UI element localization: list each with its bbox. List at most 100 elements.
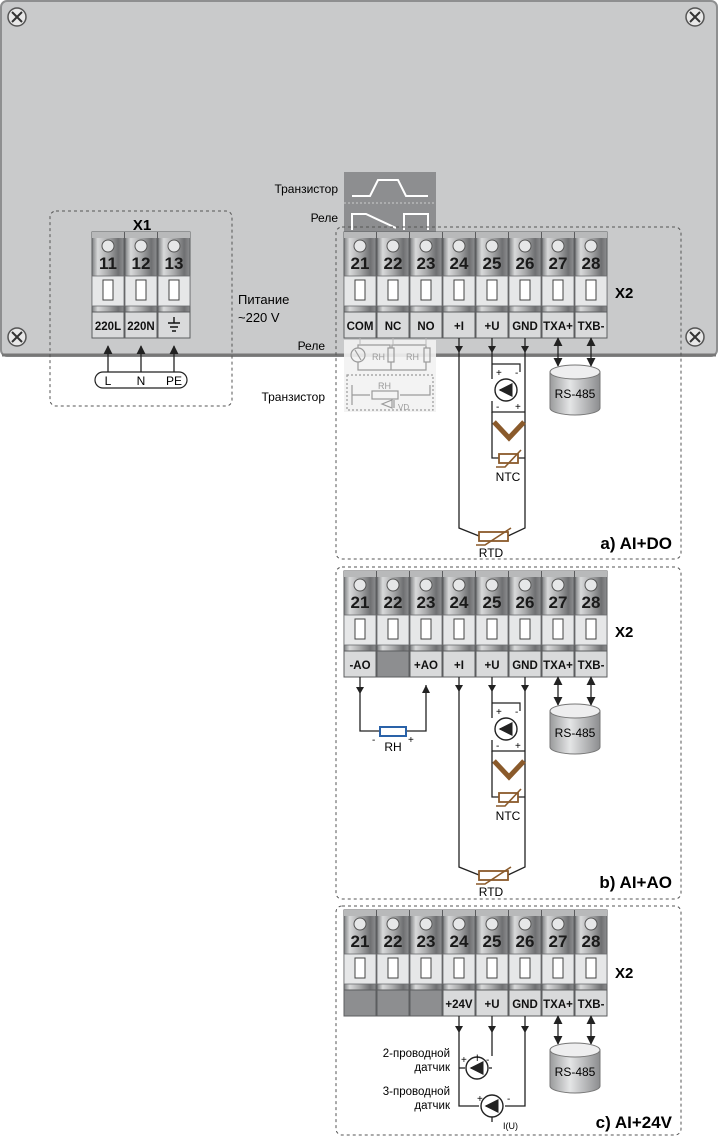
wire-label: N [137,374,146,388]
screw-hole-icon [386,578,400,592]
clamp-slot-icon [552,618,564,640]
block-caption: c) AI+24V [596,1113,673,1132]
terminal-label: NO [417,321,434,333]
terminal-25: 25+U [475,909,509,1017]
clamp-slot-icon [102,279,114,301]
rs485-device-icon [549,710,601,755]
x1-title: X1 [133,217,151,234]
terminal-number: 21 [351,593,370,612]
terminal-number: 28 [582,254,601,273]
screw-hole-icon [485,917,499,931]
power-label: Питание [238,292,289,307]
load-resistor-icon [379,726,407,737]
ntc-thermistor-icon [496,449,522,468]
terminal-number: 26 [516,593,535,612]
screw-hole-icon [518,239,532,253]
svg-text:+: + [515,402,521,413]
terminal-24: 24+I [442,231,476,339]
terminal-number: 12 [132,254,151,273]
screw-hole-icon [551,917,565,931]
terminal-number: 24 [450,593,469,612]
svg-text:-: - [496,402,499,413]
terminal-24: 24+I [442,570,476,678]
relay-rh-label-1: RH [372,352,385,362]
svg-text:-: - [372,735,375,746]
clamp-slot-icon [486,618,498,640]
terminal-label: TXB- [578,321,605,333]
terminal-25: 25+U [475,231,509,339]
svg-text:+: + [408,735,414,746]
transistor-top-label: Транзистор [274,182,338,196]
terminal-label: TXA+ [543,999,573,1011]
sensor-type-label: 2-проводной [383,1048,450,1060]
svg-text:-: - [515,368,518,379]
x2-title: X2 [615,285,633,302]
svg-text:-: - [507,1094,510,1105]
screw-icon [7,7,27,27]
screw-hole-icon [551,239,565,253]
sensor-type-label: 3-проводной [383,1086,450,1098]
svg-text:+: + [496,368,502,379]
earth-ground-icon [168,317,180,332]
clamp-slot-icon [387,957,399,979]
wire-label: L [105,374,112,388]
block-caption: b) AI+AO [599,873,672,892]
transistor-switch-icon [352,179,428,197]
terminal-number: 26 [516,254,535,273]
screw-hole-icon [167,239,181,253]
clamp-slot-icon [585,957,597,979]
relay-top-label: Реле [311,211,339,225]
ntc-thermistor-icon [496,788,522,807]
rs485-label: RS-485 [555,1065,596,1079]
terminal-number: 22 [384,593,403,612]
terminal-23: 23+AO [409,570,443,678]
clamp-slot-icon [420,279,432,301]
ntc-label: NTC [496,809,521,823]
clamp-slot-icon [585,279,597,301]
terminal-label: GND [512,321,538,333]
terminal-13: 13 [157,231,191,339]
output-type-inset: Транзистор Реле [274,172,436,234]
wire-label: PE [166,374,182,388]
screw-hole-icon [386,239,400,253]
screw-hole-icon [101,239,115,253]
terminal-label: GND [512,999,538,1011]
terminal-label: GND [512,660,538,672]
rs485-device-icon [549,371,601,416]
screw-hole-icon [419,917,433,931]
screw-hole-icon [518,578,532,592]
screw-hole-icon [551,578,565,592]
x1-wires: L N PE [94,345,188,389]
rs485-label: RS-485 [555,726,596,740]
clamp-slot-icon [354,279,366,301]
terminal-number: 23 [417,254,436,273]
screw-hole-icon [518,917,532,931]
svg-text:+: + [496,707,502,718]
clamp-slot-icon [387,279,399,301]
sensor-chevron-icon [492,420,526,442]
transistor-load-icon [346,374,434,411]
transistor-side-label: Транзистор [261,390,325,404]
iu-label: I(U) [503,1121,518,1131]
screw-hole-icon [353,239,367,253]
clamp-slot-icon [519,618,531,640]
screw-icon [685,7,705,27]
screw-hole-icon [353,917,367,931]
screw-hole-icon [419,239,433,253]
clamp-slot-icon [453,618,465,640]
x2-title: X2 [615,624,633,641]
screw-hole-icon [419,578,433,592]
relay-rh-label-2: RH [406,352,419,362]
screw-icon [7,327,27,347]
screw-hole-icon [584,917,598,931]
ntc-label: NTC [496,470,521,484]
terminal-label: COM [347,321,374,333]
powered-sensors: +I-+-I(U)2-проводнойдатчик3-проводнойдат… [383,1016,529,1131]
